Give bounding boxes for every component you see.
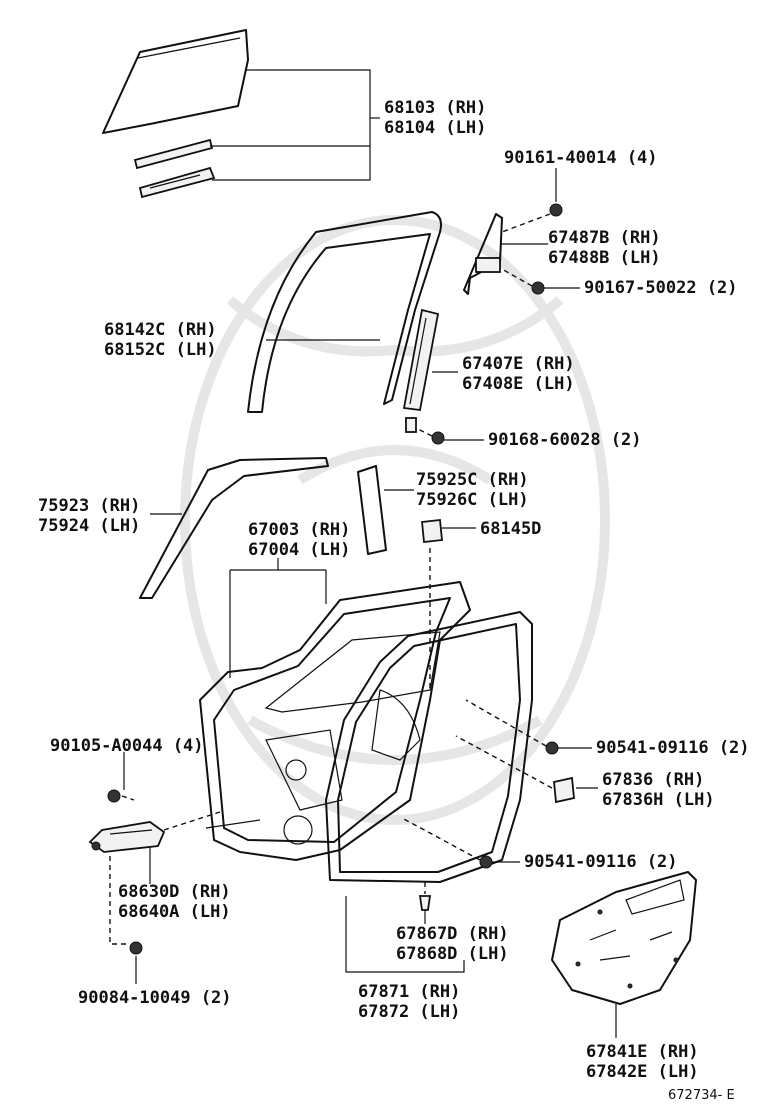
service-hole-cover-part [551, 871, 697, 1038]
bolt-check-part [129, 941, 143, 984]
label-glass: 68103 (RH)68104 (LH) [384, 98, 487, 138]
label-division-bar: 67407E (RH)67408E (LH) [462, 354, 575, 394]
label-clip: 67867D (RH)67868D (LH) [396, 924, 509, 964]
label-run-channel: 68142C (RH)68152C (LH) [104, 320, 217, 360]
door-check-part [88, 811, 221, 945]
glass-leader [210, 69, 380, 181]
screw-quarter-part [499, 267, 580, 295]
label-service-hole-cover: 67841E (RH)67842E (LH) [586, 1042, 699, 1082]
label-plug-upper: 90541-09116 (2) [596, 738, 750, 758]
label-weatherstrip: 67871 (RH)67872 (LH) [358, 982, 461, 1022]
label-clip-bracket: 67836 (RH)67836H (LH) [602, 770, 715, 810]
clip-part [418, 882, 432, 924]
panel-leader [229, 558, 327, 678]
clip-bracket-part [455, 735, 598, 804]
bolt-hinge-part [107, 752, 135, 803]
label-bolt-check: 90084-10049 (2) [78, 988, 232, 1008]
catalog-number: 672734- E [668, 1088, 735, 1103]
run-channel-part [247, 211, 442, 413]
glass-channel-strips [133, 138, 216, 199]
plug-lower-part [401, 817, 520, 869]
cushion-part [421, 519, 476, 690]
garnish-part [357, 465, 414, 555]
label-panel: 67003 (RH)67004 (LH) [248, 520, 351, 560]
label-frame-molding: 75923 (RH)75924 (LH) [38, 496, 141, 536]
label-cushion: 68145D [480, 519, 542, 539]
label-screw-quarter: 90167-50022 (2) [584, 278, 738, 298]
frame-molding-part [139, 457, 329, 599]
label-bolt-top: 90161-40014 (4) [504, 148, 658, 168]
bolt-top-part [501, 168, 563, 233]
label-screw-division: 90168-60028 (2) [488, 430, 642, 450]
label-quarter-glass: 67487B (RH)67488B (LH) [548, 228, 661, 268]
quarter-glass-part [463, 213, 548, 295]
label-bolt-hinge: 90105-A0044 (4) [50, 736, 204, 756]
watermark-logo [180, 215, 610, 825]
label-garnish: 75925C (RH)75926C (LH) [416, 470, 529, 510]
screw-division-part [415, 427, 484, 445]
label-plug-lower: 90541-09116 (2) [524, 852, 678, 872]
label-check: 68630D (RH)68640A (LH) [118, 882, 231, 922]
door-glass-part [102, 29, 249, 134]
division-bar-part [402, 308, 458, 433]
plug-upper-part [465, 699, 592, 755]
